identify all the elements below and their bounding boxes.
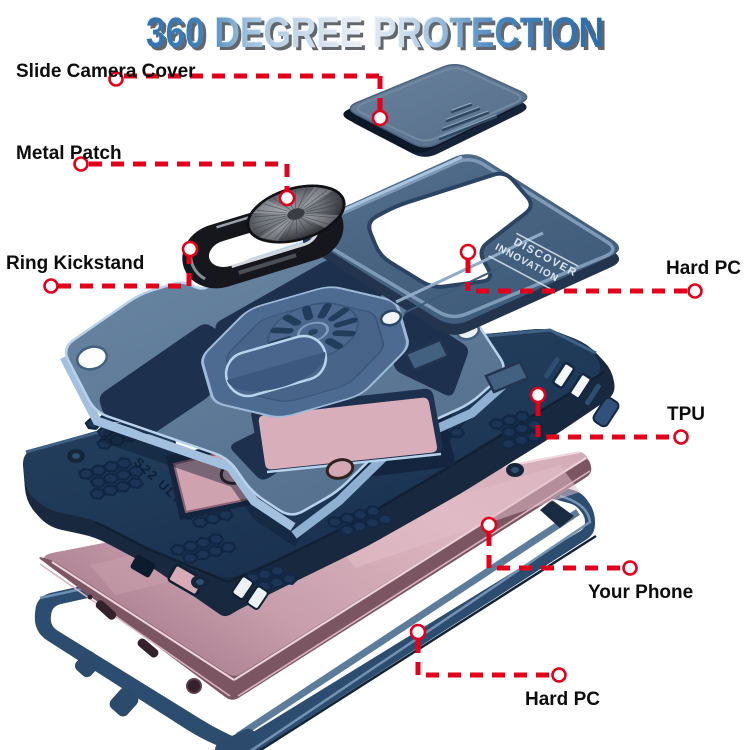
svg-text:Hard PC: Hard PC [666, 258, 741, 279]
svg-text:Ring Kickstand: Ring Kickstand [6, 253, 144, 274]
svg-text:TPU: TPU [667, 404, 705, 425]
svg-text:Hard PC: Hard PC [525, 689, 600, 710]
svg-text:Your Phone: Your Phone [588, 582, 693, 603]
svg-text:360 DEGREE PROTECTION: 360 DEGREE PROTECTION [145, 8, 603, 56]
svg-text:Metal Patch: Metal Patch [16, 143, 122, 164]
svg-text:360 DEGREE PROTECTION: 360 DEGREE PROTECTION [149, 12, 607, 60]
svg-text:Slide Camera Cover: Slide Camera Cover [16, 61, 196, 82]
svg-text:360 DEGREE PROTECTION: 360 DEGREE PROTECTION [146, 9, 604, 57]
